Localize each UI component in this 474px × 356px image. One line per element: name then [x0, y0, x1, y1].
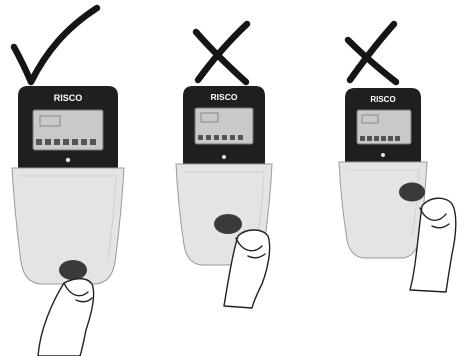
panel-wrong-upper: RISCO	[339, 24, 456, 292]
indicator-led	[381, 153, 385, 157]
screen-icons	[36, 139, 96, 145]
keypad-device: RISCO	[12, 86, 124, 284]
brand-logo: RISCO	[211, 92, 238, 102]
proximity-tag	[59, 260, 87, 280]
check-icon	[14, 8, 97, 82]
brand-logo: RISCO	[370, 95, 395, 104]
indicator-led	[222, 155, 226, 159]
indicator-led	[66, 158, 70, 162]
panel-wrong-center: RISCO	[176, 24, 272, 308]
cross-icon	[196, 24, 247, 82]
panel-correct: RISCO	[12, 8, 124, 356]
hand	[38, 279, 94, 356]
proximity-tag	[399, 183, 425, 202]
proximity-tag	[214, 214, 242, 234]
brand-logo: RISCO	[54, 93, 83, 103]
keypad-device: RISCO	[339, 88, 427, 258]
cross-icon	[348, 24, 396, 82]
